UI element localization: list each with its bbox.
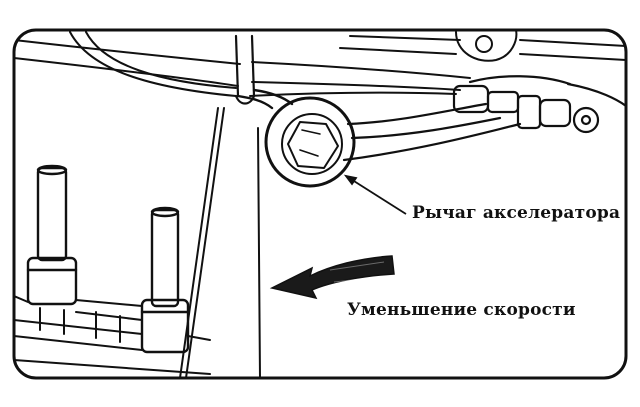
left-post (26, 164, 78, 306)
right-post (140, 206, 190, 354)
speed-decrease-arrow (269, 255, 395, 300)
accelerator-lever-label: Рычаг акселератора (412, 203, 621, 223)
panel-edges (179, 107, 261, 378)
accelerator-lever-socket (264, 96, 356, 188)
upper-right-bracket (455, 30, 626, 62)
base-rails (14, 295, 211, 375)
lever-leader-line (343, 174, 407, 215)
cable-fitting (452, 75, 626, 134)
diagram-frame (12, 28, 628, 380)
speed-decrease-label: Уменьшение скорости (347, 300, 576, 320)
upper-rods (14, 31, 471, 97)
throttle-cable (342, 102, 522, 162)
